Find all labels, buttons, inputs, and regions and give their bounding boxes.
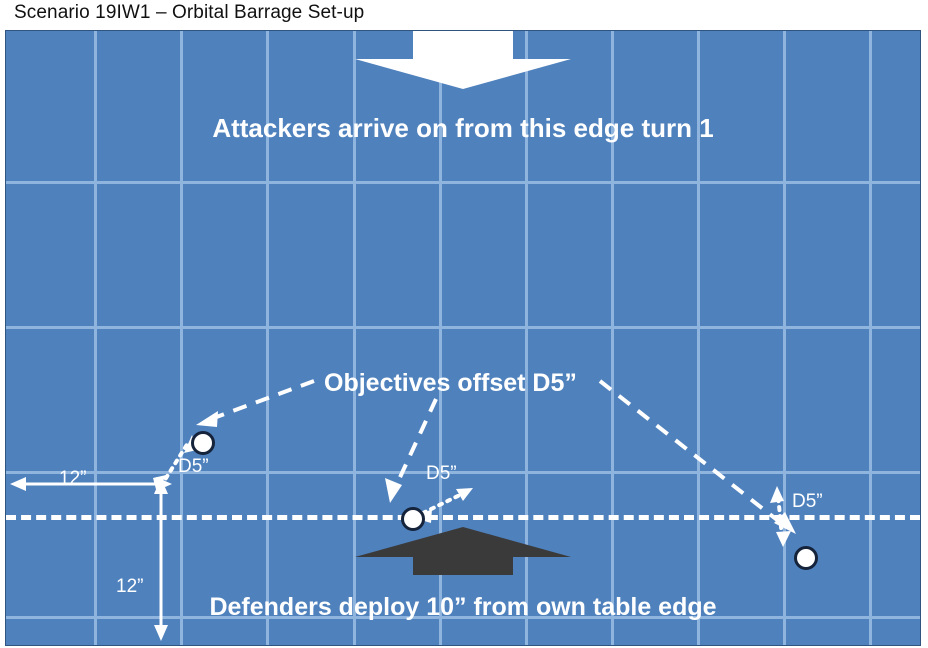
leader-line-middle-objective <box>385 398 438 503</box>
objective-marker-right[interactable] <box>794 546 818 570</box>
grid-line-vertical <box>266 31 269 645</box>
dimension-label-vertical: 12” <box>116 576 144 597</box>
attacker-arrow-icon <box>355 31 571 89</box>
objective-marker-middle[interactable] <box>401 507 425 531</box>
grid-line-horizontal <box>6 616 920 619</box>
offset-label-right: D5” <box>792 491 823 512</box>
grid-line-horizontal <box>6 326 920 329</box>
grid-line-vertical <box>439 31 442 645</box>
grid-line-vertical <box>783 31 786 645</box>
grid-line-vertical <box>611 31 614 645</box>
objectives-label: Objectives offset D5” <box>324 369 577 397</box>
offset-label-middle: D5” <box>426 463 457 484</box>
dimension-arrow-horizontal <box>10 477 172 491</box>
grid-line-horizontal <box>6 471 920 474</box>
grid-line-vertical <box>697 31 700 645</box>
grid-line-vertical <box>869 31 872 645</box>
defenders-label: Defenders deploy 10” from own table edge <box>209 593 717 621</box>
dimension-label-horizontal: 12” <box>59 468 87 489</box>
game-board: Attackers arrive on from this edge turn … <box>5 30 921 646</box>
offset-label-left: D5” <box>178 456 209 477</box>
grid-line-vertical <box>353 31 356 645</box>
grid-line-horizontal <box>6 181 920 184</box>
deployment-line <box>6 515 920 520</box>
leader-line-left-objective <box>196 379 315 427</box>
grid-line-vertical <box>94 31 97 645</box>
objective-marker-left[interactable] <box>191 431 215 455</box>
page-title: Scenario 19IW1 – Orbital Barrage Set-up <box>14 2 365 23</box>
grid-line-vertical <box>180 31 183 645</box>
attackers-label: Attackers arrive on from this edge turn … <box>212 113 714 143</box>
grid-line-vertical <box>525 31 528 645</box>
defender-arrow-icon <box>355 527 571 575</box>
